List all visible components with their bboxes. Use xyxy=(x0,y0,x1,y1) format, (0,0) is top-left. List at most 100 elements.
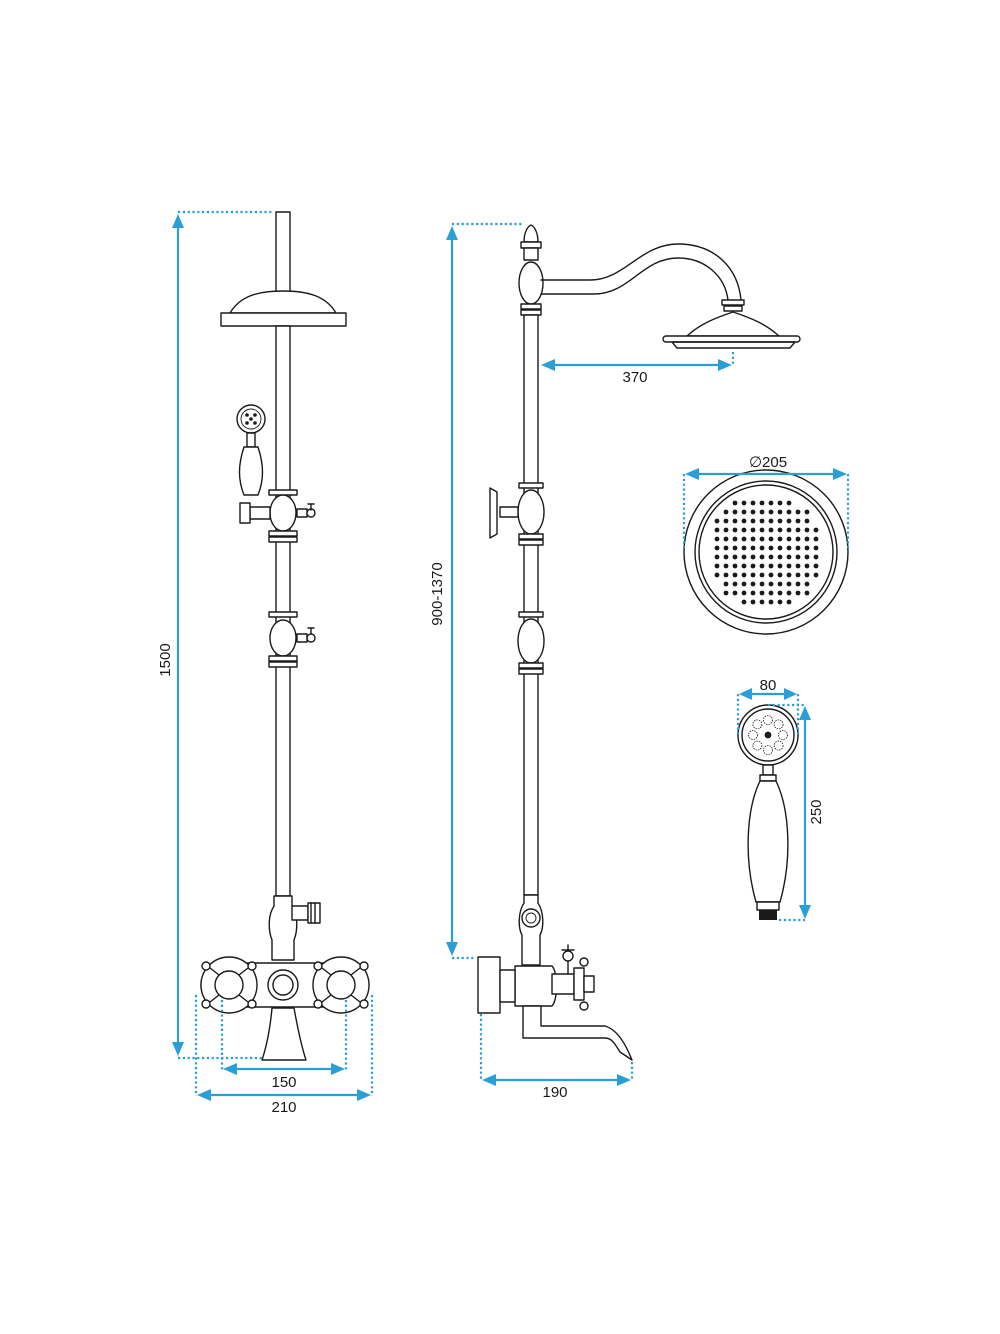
nozzle-rosette xyxy=(764,731,772,739)
nozzle-dot xyxy=(768,518,774,524)
dimension-label-head-diameter: 205 xyxy=(762,454,787,471)
nozzle-dot xyxy=(732,563,738,569)
nozzle-dot xyxy=(759,563,765,569)
nozzle-dot xyxy=(723,527,729,533)
nozzle-dot xyxy=(732,518,738,524)
nozzle-dot xyxy=(813,563,819,569)
nozzle-dot xyxy=(759,599,765,605)
nozzle-dot xyxy=(714,536,720,542)
nozzle-dot xyxy=(804,563,810,569)
nozzle-dot xyxy=(750,509,756,515)
nozzle-dot xyxy=(804,536,810,542)
nozzle-dot xyxy=(714,554,720,560)
front-view xyxy=(200,211,370,1061)
nozzle-dot xyxy=(804,572,810,578)
dimension-label-arm-length: 370 xyxy=(622,369,647,386)
nozzle-dot xyxy=(732,581,738,587)
nozzle-dot xyxy=(759,536,765,542)
nozzle-dot xyxy=(804,518,810,524)
nozzle-dot xyxy=(768,590,774,596)
nozzle-dot xyxy=(732,527,738,533)
nozzle-rosette xyxy=(752,719,763,730)
side-riser xyxy=(523,314,539,896)
dimension-210: 210 xyxy=(194,995,374,1116)
nozzle-rosette xyxy=(773,719,784,730)
nozzle-dot xyxy=(768,509,774,515)
nozzle-dot xyxy=(750,527,756,533)
dimension-label-handle-spacing: 150 xyxy=(271,1074,296,1091)
nozzle-dot xyxy=(750,500,756,506)
nozzle-dot xyxy=(777,590,783,596)
nozzle-dot xyxy=(786,518,792,524)
nozzle-dot xyxy=(795,527,801,533)
nozzle-dot xyxy=(768,563,774,569)
nozzle-dot xyxy=(723,563,729,569)
nozzle-dot xyxy=(795,509,801,515)
dimension-150: 150 xyxy=(220,1000,348,1091)
nozzle-dot xyxy=(804,545,810,551)
nozzle-rosette xyxy=(752,740,763,751)
nozzle-dot xyxy=(732,509,738,515)
nozzle-dot xyxy=(813,572,819,578)
nozzle-dot xyxy=(732,536,738,542)
nozzle-dot xyxy=(741,581,747,587)
nozzle-dot xyxy=(768,599,774,605)
nozzle-dot xyxy=(786,500,792,506)
nozzle-dot xyxy=(750,572,756,578)
nozzle-dot xyxy=(759,500,765,506)
nozzle-dot xyxy=(795,581,801,587)
nozzle-dot xyxy=(795,518,801,524)
dimension-190: 190 xyxy=(479,1014,634,1101)
dimension-1500: 1500 xyxy=(157,210,274,1060)
dimension-label-mixer-width: 210 xyxy=(271,1099,296,1116)
dimension-label-hand-shower-length: 250 xyxy=(808,799,825,824)
nozzle-dot xyxy=(804,509,810,515)
shower-head-nozzles xyxy=(714,500,819,605)
nozzle-dot xyxy=(732,572,738,578)
nozzle-dot xyxy=(786,536,792,542)
hand-shower-face xyxy=(737,704,799,920)
nozzle-rosette xyxy=(773,740,784,751)
nozzle-dot xyxy=(804,554,810,560)
nozzle-dot xyxy=(741,554,747,560)
nozzle-dot xyxy=(777,527,783,533)
dimension-250: 250 xyxy=(768,703,825,922)
nozzle-rosette xyxy=(763,745,773,755)
nozzle-dot xyxy=(813,536,819,542)
side-view xyxy=(477,224,801,1061)
nozzle-dot xyxy=(750,599,756,605)
side-mixer xyxy=(477,894,633,1061)
nozzle-dot xyxy=(723,590,729,596)
nozzle-dot xyxy=(786,527,792,533)
nozzle-dot xyxy=(750,563,756,569)
nozzle-dot xyxy=(768,572,774,578)
dimension-label-spout-projection: 190 xyxy=(542,1084,567,1101)
nozzle-dot xyxy=(777,518,783,524)
nozzle-dot xyxy=(759,572,765,578)
nozzle-dot xyxy=(759,590,765,596)
nozzle-dot xyxy=(759,581,765,587)
nozzle-dot xyxy=(750,581,756,587)
nozzle-dot xyxy=(750,518,756,524)
nozzle-dot xyxy=(768,500,774,506)
nozzle-dot xyxy=(795,554,801,560)
nozzle-dot xyxy=(741,599,747,605)
nozzle-dot xyxy=(786,590,792,596)
nozzle-dot xyxy=(795,572,801,578)
nozzle-dot xyxy=(795,536,801,542)
nozzle-dot xyxy=(786,572,792,578)
nozzle-dot xyxy=(732,554,738,560)
nozzle-dot xyxy=(741,518,747,524)
nozzle-dot xyxy=(741,500,747,506)
nozzle-dot xyxy=(750,545,756,551)
nozzle-dot xyxy=(741,563,747,569)
nozzle-dot xyxy=(759,545,765,551)
hand-shower-nozzles xyxy=(748,715,788,755)
front-riser xyxy=(275,325,291,897)
nozzle-dot xyxy=(723,554,729,560)
front-spout xyxy=(261,1007,307,1061)
nozzle-dot xyxy=(714,527,720,533)
nozzle-dot xyxy=(795,563,801,569)
nozzle-dot xyxy=(732,500,738,506)
